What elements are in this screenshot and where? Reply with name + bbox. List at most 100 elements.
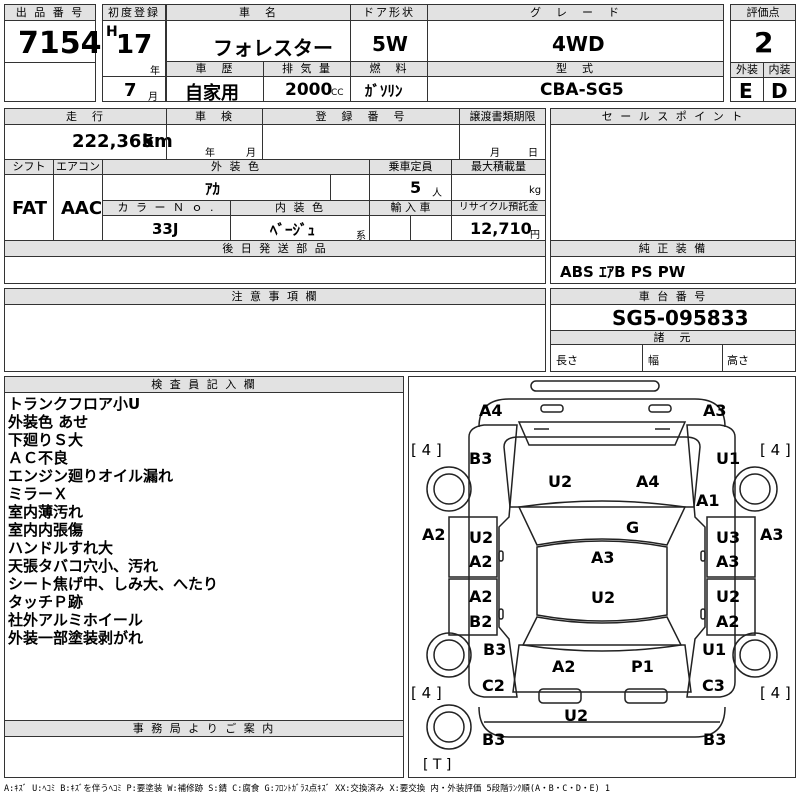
spec-divider-2 [722,345,723,371]
dmg-roof2: U2 [591,588,616,607]
remark-line: エンジン廻りオイル漏れ [8,467,174,485]
tire-rl: [ 4 ] [411,684,442,702]
remark-line: 外装一部塗装剥がれ [8,629,144,647]
notes-box [4,288,546,372]
damage-legend: A:ｷｽﾞ U:ﾍｺﾐ B:ｷｽﾞを伴うﾍｺﾐ P:要塗装 W:補修跡 S:錆 … [4,784,610,794]
first-reg-divider [103,76,165,77]
dmg-door-fl: U2 [469,528,494,547]
dmg-hood-left: U2 [548,472,573,491]
tire-spare: [ T ] [423,757,452,773]
aircon-header: エアコン [54,160,102,175]
chassis-number: SG5-095833 [612,306,749,330]
score-divider-v [763,63,764,101]
chassis-box [550,288,796,372]
displacement-header: 排 気 量 [264,62,350,77]
load-unit: kg [529,185,542,196]
insp-month-unit: 月 [246,148,256,159]
recycle-fee: 12,710 [470,219,532,238]
divider-v14 [410,216,411,240]
score-box [730,4,796,102]
lot-number-box [4,4,96,102]
car-row-divider [167,61,723,62]
lot-number: 7154 [18,26,102,61]
office-divider [5,720,403,721]
car-info-box [166,4,724,102]
tire-fr: [ 4 ] [760,441,791,459]
deadline-day-unit: 日 [528,148,538,159]
int-color-unit: 系 [356,231,366,242]
exterior-grade: E [739,79,753,103]
later-parts-header: 後 日 発 送 部 品 [5,241,545,257]
import-header: 輸 入 車 [370,201,451,216]
dmg-front-left: A4 [479,401,503,420]
remark-line: 室内薄汚れ [8,503,84,521]
remark-line: シート焦げ中、しみ大、へたり [8,575,219,593]
sales-divider [551,240,795,241]
equipment: ABS ｴｱB PS PW [560,263,686,281]
km-unit: km [142,131,173,152]
dmg-side-right: A3 [760,525,784,544]
spec-width: 幅 [648,354,659,367]
dmg-qtr-rr2: C3 [702,676,725,695]
dmg-fender-fr2: A1 [696,491,720,510]
recycle-unit: 円 [530,230,540,241]
divider-v2 [427,5,428,101]
reg-month: 7 [124,80,137,101]
mileage-header: 走 行 [5,109,166,125]
sales-point-box [550,108,796,284]
remark-line: ミラーＸ [8,485,69,503]
interior-header: 内装 [764,63,795,78]
spec-height: 高さ [727,354,749,367]
model-header: 型 式 [428,62,723,77]
ext-color-header: 外 装 色 [103,160,369,175]
recycle-header: リサイクル預託金 [452,201,545,216]
dmg-qtr-rl: B3 [483,640,507,659]
score-header: 評価点 [731,5,795,21]
model-code: CBA-SG5 [540,80,624,100]
specs-header: 諸 元 [551,330,795,345]
color-no-header: カ ラ ー Ｎ ｏ . [103,201,230,216]
displacement: 2000 [285,80,333,100]
dmg-rear-left: B3 [482,730,506,749]
capacity: 5 [410,178,422,197]
grade: 4WD [552,32,605,56]
dmg-qtr-rl2: C2 [482,676,505,695]
fuel-header: 燃 料 [351,62,427,77]
capacity-header: 乗車定員 [370,160,451,175]
year-unit: 年 [150,66,160,77]
divider-v13 [230,201,231,240]
cc-unit: CC [331,88,344,98]
car-name: フォレスター [213,36,333,60]
score: 2 [754,26,774,59]
dmg-door-fl2: A2 [469,552,493,571]
insp-year-unit: 年 [205,148,215,159]
dmg-door-rl2: B2 [469,612,493,631]
divider-v10 [330,175,331,200]
tire-fl: [ 4 ] [411,441,442,459]
remark-line: 下廻りＳ大 [8,431,84,449]
inspection-header: 車 検 [167,109,262,125]
first-registration-box [102,4,166,102]
divider-v4 [350,62,351,101]
dmg-rear-center: U2 [564,706,589,725]
divider-v1 [350,5,351,61]
deadline-month-unit: 月 [490,148,500,159]
dmg-roof: A3 [591,548,615,567]
remark-line: トランクフロア小U [8,395,141,413]
remark-line: 社外アルミホイール [8,611,143,629]
ext-color: ｱｶ [205,180,221,198]
divider-v3 [263,62,264,101]
dmg-fender-fl: B3 [469,449,493,468]
lot-divider [5,62,95,63]
int-color-header: 内 装 色 [231,201,369,216]
reg-year: 17 [116,30,153,60]
door-header: ドア形状 [351,5,427,21]
equipment-header: 純 正 装 備 [551,241,795,257]
remark-line: 室内内張傷 [8,521,84,539]
dmg-door-rl: A2 [469,587,493,606]
lot-number-header: 出 品 番 号 [5,5,95,21]
shift-header: シフト [5,160,53,175]
grade-header: グ レ ー ド [428,5,723,21]
dmg-rear-right: B3 [703,730,727,749]
row2-divider [5,159,545,160]
